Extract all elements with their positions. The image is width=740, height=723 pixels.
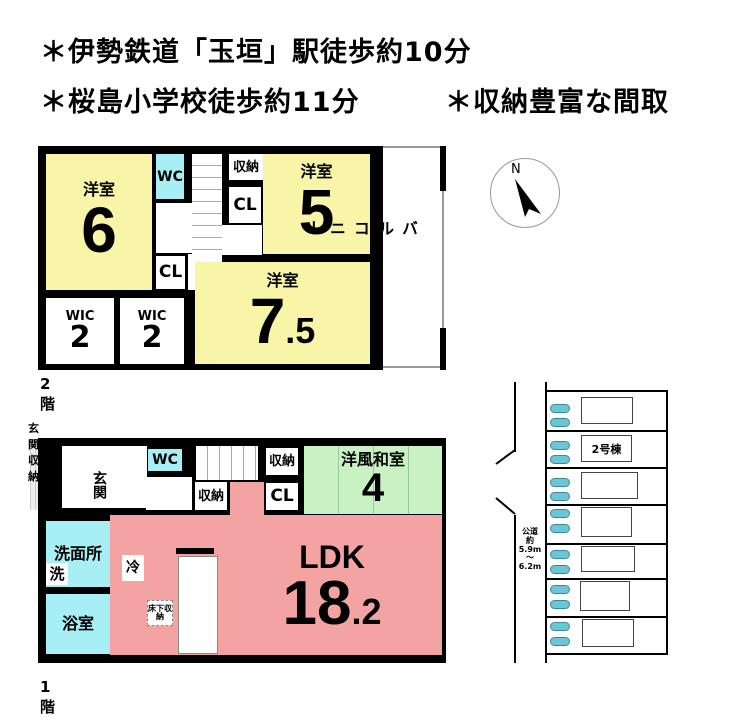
stairs-2f — [192, 154, 222, 254]
room-wc-1f: WC — [148, 449, 182, 471]
compass-arrow-icon — [515, 179, 541, 217]
room-bath: 浴室 — [46, 594, 110, 654]
room-ldk — [120, 515, 442, 655]
closet-2f-a: CL — [229, 187, 261, 223]
headline-station: ＊伊勢鉄道「玉垣」駅徒歩約10分 — [40, 37, 472, 68]
road-label: 公道約5.9m ～6.2m — [518, 527, 542, 572]
headline-storage: ＊収納豊富な間取 — [445, 87, 669, 118]
entry-storage-label: 玄関収納 — [28, 422, 39, 483]
washer-space: 洗 — [46, 563, 68, 585]
kitchen-counter — [178, 556, 218, 654]
storage-1f-b: 収納 — [266, 448, 298, 475]
closet-1f: CL — [266, 483, 298, 510]
hallway-2f-b — [222, 225, 262, 255]
north-compass: N — [490, 158, 560, 228]
hallway-2f — [156, 203, 192, 253]
fridge-space: 冷 — [122, 555, 144, 581]
hallway-1f — [146, 477, 192, 510]
floor-1-label: 1階 — [40, 678, 56, 716]
unit-2-label: 2号棟 — [581, 435, 632, 462]
stairs-1f — [196, 446, 258, 480]
road-branch-icon — [495, 449, 516, 515]
storage-2f: 収納 — [229, 154, 263, 180]
room-wc-2f: WC — [156, 154, 184, 199]
underfloor-storage: 床下収納 — [147, 600, 173, 626]
floor-2-label: 2階 — [40, 375, 56, 413]
room-washroom: 洗面所 — [46, 521, 110, 587]
headline-school: ＊桜島小学校徒歩約11分 — [40, 87, 360, 118]
balcony-label: バルコニー — [303, 220, 418, 236]
storage-1f-a: 収納 — [195, 482, 227, 510]
room-entrance: 玄関 — [84, 465, 114, 505]
closet-2f-b: CL — [156, 256, 185, 289]
